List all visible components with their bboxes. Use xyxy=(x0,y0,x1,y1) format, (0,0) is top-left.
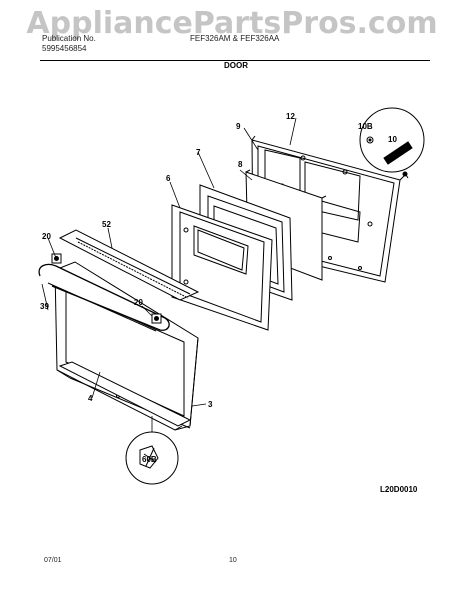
watermark: AppliancePartsPros.com xyxy=(26,6,438,41)
section-title: DOOR xyxy=(224,61,248,70)
callout-20-bottom: 20 xyxy=(134,298,143,307)
handle-screw-bottom xyxy=(151,313,162,324)
door-handle xyxy=(38,263,170,332)
outer-door-panel xyxy=(54,261,199,431)
callout-52: 52 xyxy=(102,220,111,229)
callout-9: 9 xyxy=(236,122,241,131)
callout-10: 10 xyxy=(388,135,397,144)
footer-date: 07/01 xyxy=(44,557,62,564)
bottom-trim xyxy=(58,361,192,427)
callout-3: 3 xyxy=(208,400,213,409)
model-numbers: FEF326AM & FEF326AA xyxy=(190,34,280,43)
header-rule xyxy=(40,60,430,61)
leader-lines xyxy=(41,117,297,432)
screw-detail-callout xyxy=(359,107,425,179)
inner-door-glass xyxy=(171,204,273,331)
callout-4: 4 xyxy=(88,394,93,403)
callout-20-top: 20 xyxy=(42,232,51,241)
callout-39: 39 xyxy=(40,302,49,311)
callout-7: 7 xyxy=(196,148,201,157)
door-top-trim xyxy=(58,229,200,301)
handle-screw-top xyxy=(51,253,62,264)
callout-8: 8 xyxy=(238,160,243,169)
callout-10b: 10B xyxy=(358,122,373,131)
callout-60b: 60B xyxy=(142,455,157,464)
publication-number: 5995456854 xyxy=(42,44,87,53)
publication-label: Publication No. xyxy=(42,34,96,43)
callout-6: 6 xyxy=(166,174,171,183)
footer-page-number: 10 xyxy=(229,557,237,564)
callout-12: 12 xyxy=(286,112,295,121)
drawing-code: L20D0010 xyxy=(380,485,418,494)
